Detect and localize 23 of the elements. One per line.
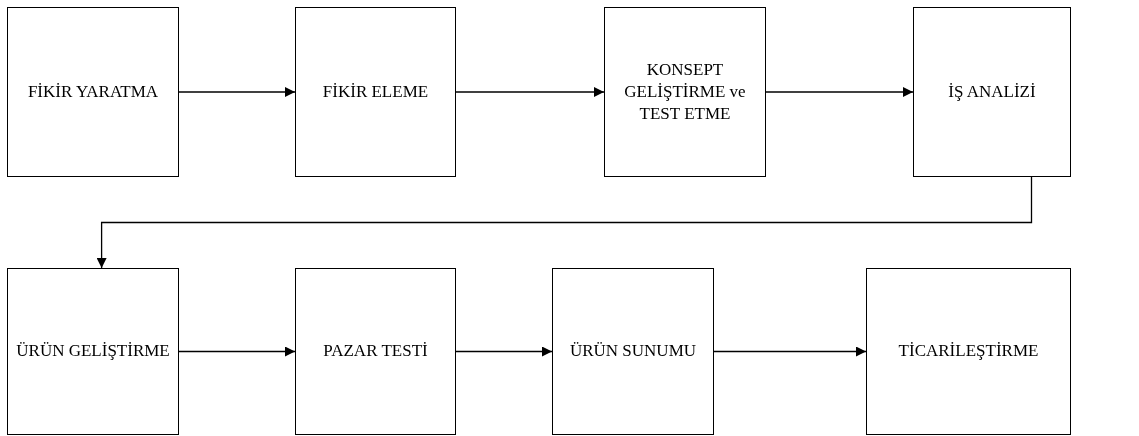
arrow [96,176,1033,269]
box-label: FİKİR YARATMA [26,80,160,103]
process-box [7,268,179,435]
process-box [295,268,456,435]
process-box [866,268,1071,435]
process-box [295,7,456,177]
process-box [604,7,766,177]
box-label: KONSEPT GELİŞTİRME ve TEST ETME [623,58,747,126]
arrow [455,346,553,357]
arrow [455,87,605,97]
arrow [765,87,914,97]
box-label: İŞ ANALİZİ [947,80,1037,103]
box-label: PAZAR TESTİ [322,340,429,363]
process-box [7,7,179,177]
arrow [178,346,296,357]
box-label: ÜRÜN GELİŞTİRME [15,340,171,363]
box-label: TİCARİLEŞTİRME [897,340,1040,363]
process-box [913,7,1071,177]
process-box [552,268,714,435]
arrow [178,87,296,97]
box-label: FİKİR ELEME [321,80,430,103]
arrow [713,346,867,357]
box-label: ÜRÜN SUNUMU [568,340,698,363]
